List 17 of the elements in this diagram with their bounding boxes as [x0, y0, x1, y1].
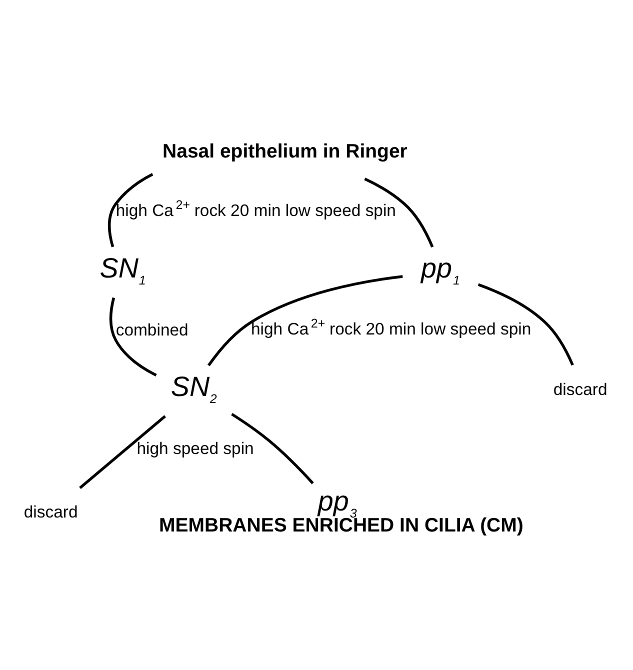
node-text: SN$_{1}$ [100, 252, 146, 288]
connector [364, 177, 434, 248]
node-text: discard [24, 502, 78, 521]
edge-label: high speed spin [136, 438, 254, 458]
edge-label: high Ca$^{2+}$ rock 20 min low speed spin [116, 197, 396, 220]
edge-label: high Ca$^{2+}$ rock 20 min low speed spin [251, 316, 532, 338]
node-text: Nasal epithelium in Ringer [162, 140, 408, 162]
connector [207, 274, 403, 366]
edge-label: combined [116, 320, 188, 340]
connector [108, 172, 154, 247]
connector [478, 282, 574, 366]
connector [109, 296, 157, 376]
connector [79, 414, 166, 489]
connector [231, 412, 314, 484]
node-text: SN$_{2}$ [170, 370, 217, 406]
node-text: pp$_{1}$ [421, 252, 460, 288]
node-text: discard [553, 379, 608, 398]
